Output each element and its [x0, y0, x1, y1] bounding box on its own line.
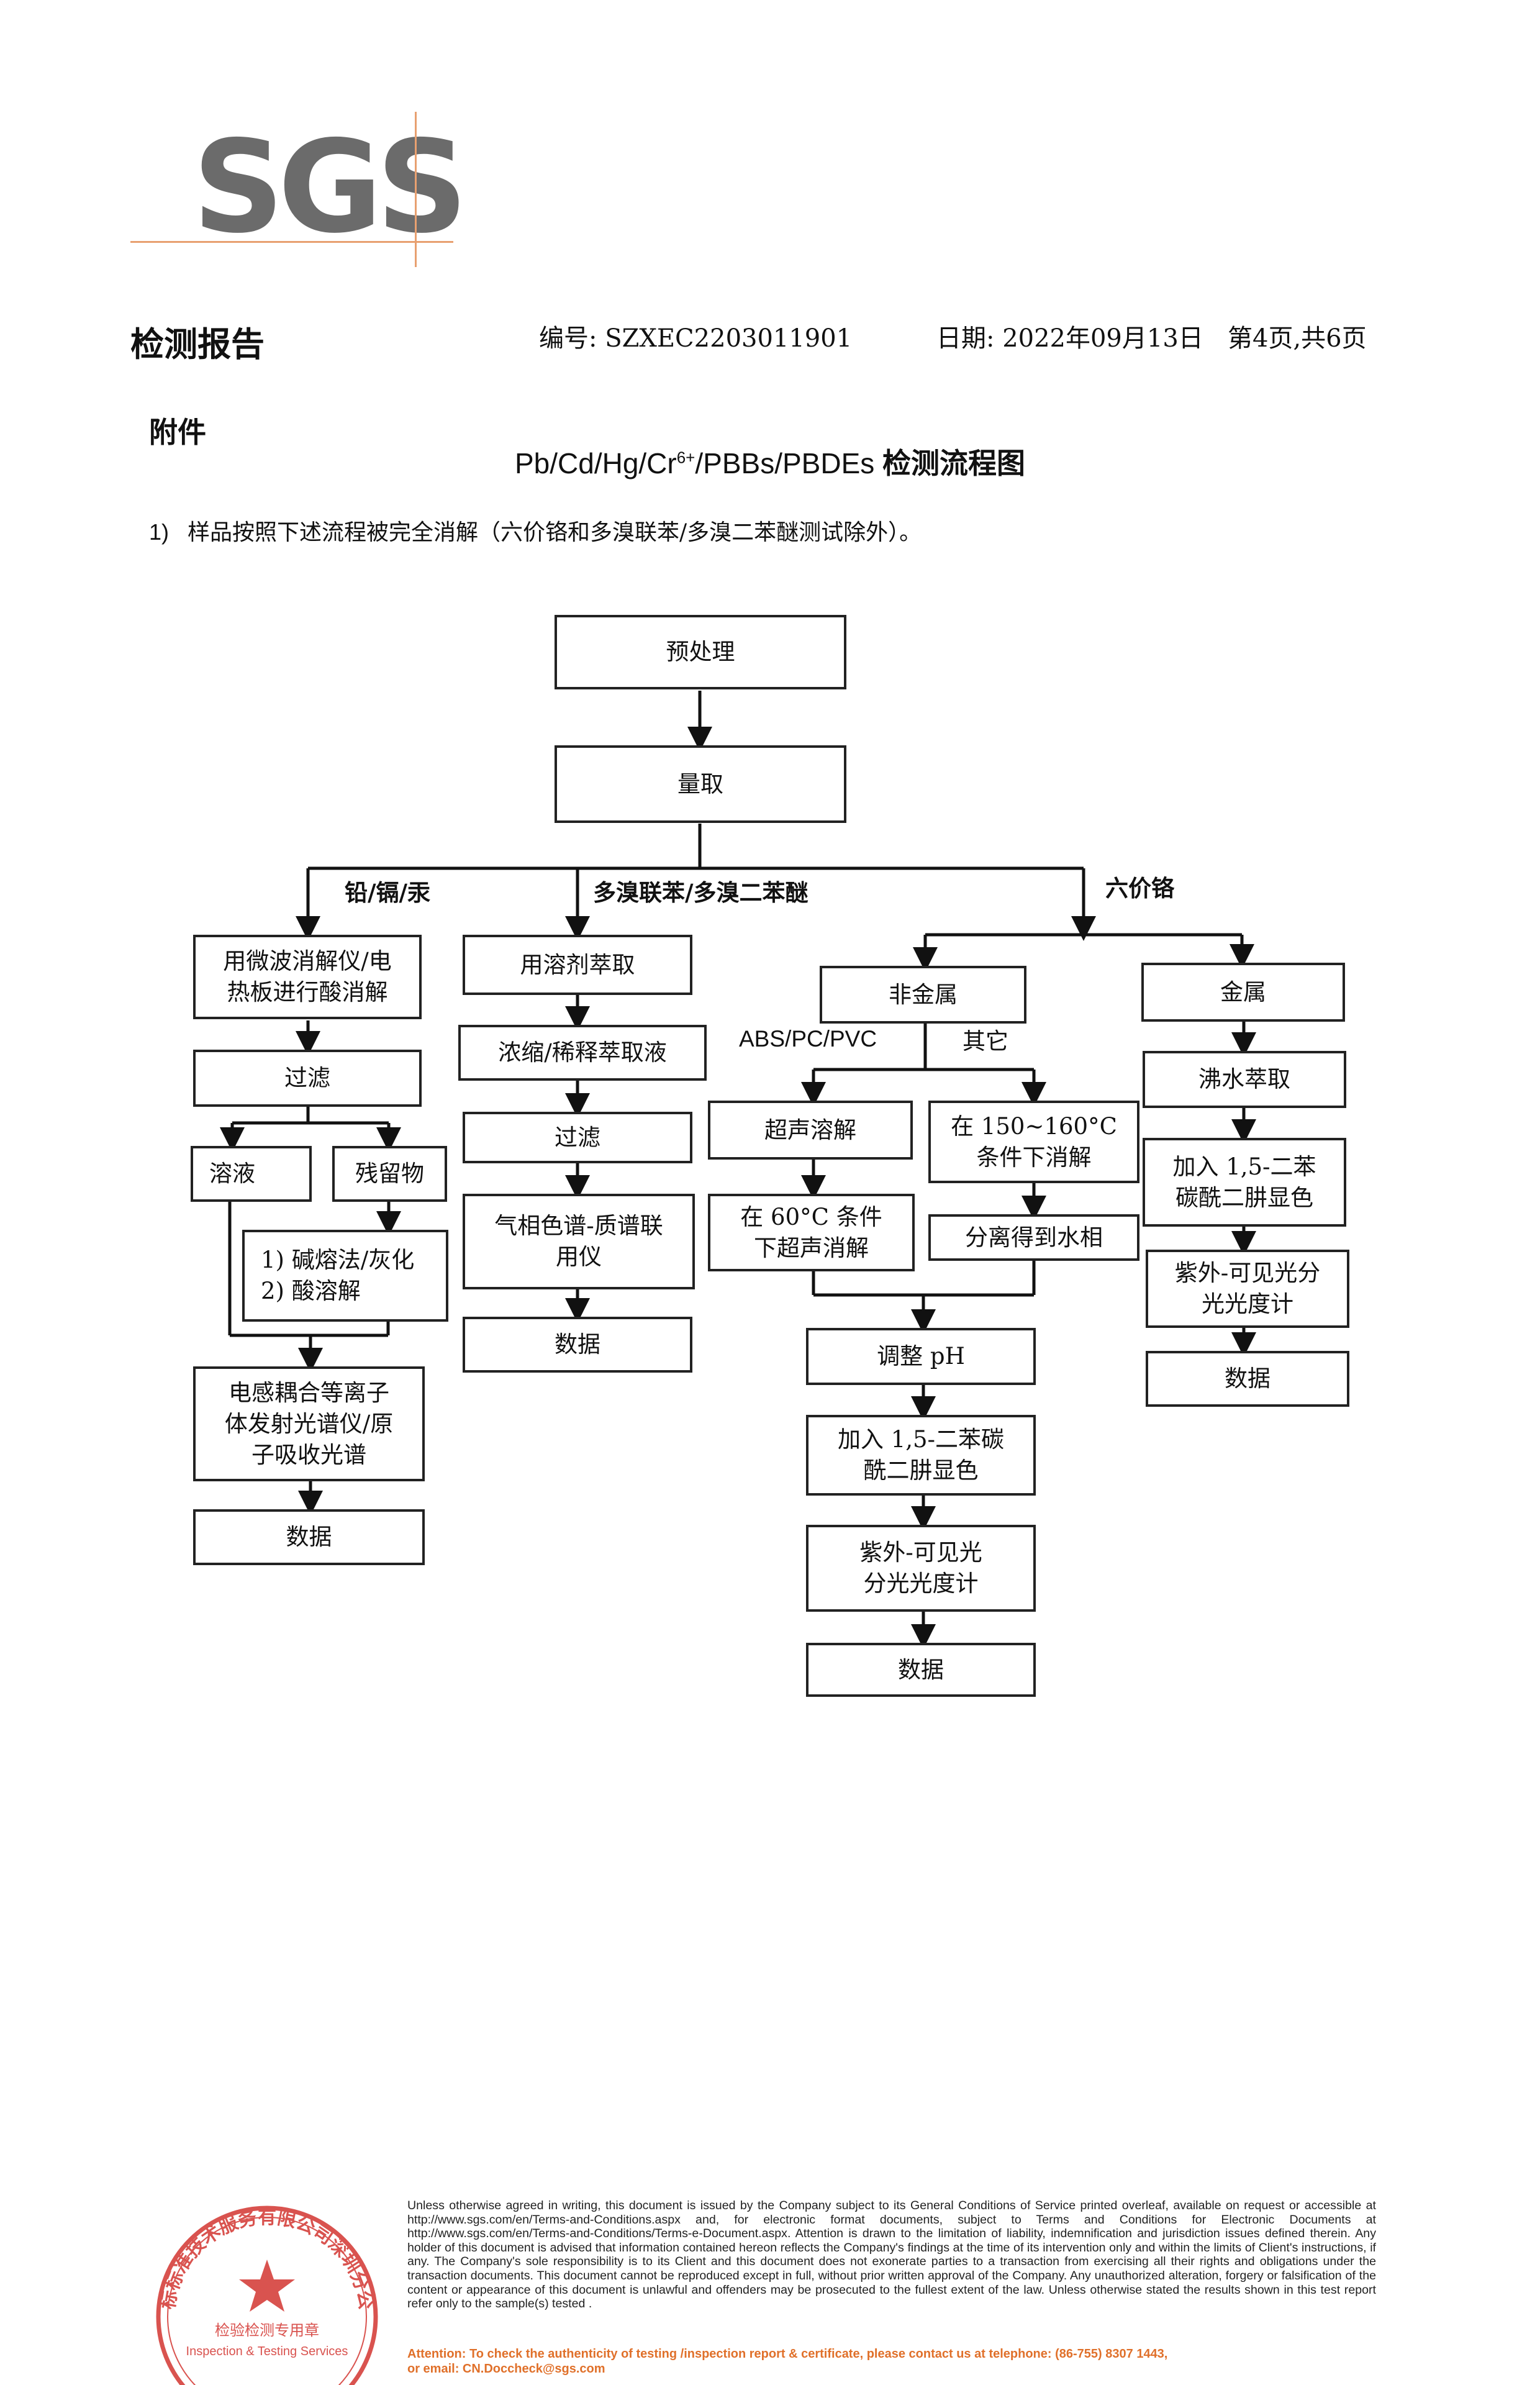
appendix-label: 附件 — [149, 416, 206, 449]
seal-en-text: Inspection & Testing Services — [186, 2345, 348, 2358]
box-metal: 金属 — [1141, 963, 1345, 1022]
box-separate-aqueous: 分离得到水相 — [928, 1214, 1139, 1261]
flowchart-title-suffix: 检测流程图 — [882, 447, 1026, 480]
label-branch-pbb: 多溴联苯/多溴二苯醚 — [593, 879, 808, 906]
legal-disclaimer: Unless otherwise agreed in writing, this… — [407, 2199, 1376, 2311]
box-concentrate-dilute: 浓缩/稀释萃取液 — [458, 1025, 707, 1081]
box-boiling-water-extract: 沸水萃取 — [1143, 1051, 1346, 1108]
label-abs-pc-pvc: ABS/PC/PVC — [739, 1026, 877, 1052]
logo-text: SGS — [192, 114, 468, 261]
box-pbb-filter: 过滤 — [463, 1112, 692, 1163]
box-ultrasonic-60: 在 60°C 条件 下超声消解 — [708, 1194, 915, 1271]
box-cr-nonmetal-data: 数据 — [806, 1643, 1036, 1697]
box-nonmetal: 非金属 — [820, 966, 1026, 1024]
page-indicator: 第4页,共6页 — [1228, 324, 1367, 353]
flowchart-title-middle: /PBBs/PBDEs — [695, 447, 883, 479]
note-number: 1) — [149, 519, 170, 545]
report-number: 编号: SZXEC2203011901 — [539, 324, 853, 353]
company-seal: 通标标准技术服务有限公司深圳分公司 检验检测专用章 Inspection & T… — [149, 2186, 378, 2385]
flowchart-title-sup: 6+ — [676, 448, 695, 467]
box-metal-uv-vis: 紫外-可见光分 光光度计 — [1146, 1250, 1349, 1328]
box-uv-vis: 紫外-可见光 分光光度计 — [806, 1525, 1036, 1612]
note-text: 样品按照下述流程被完全消解（六价铬和多溴联苯/多溴二苯醚测试除外）。 — [188, 520, 922, 545]
box-pbb-data: 数据 — [463, 1317, 692, 1373]
box-pretreatment: 预处理 — [555, 615, 846, 689]
box-gcms: 气相色谱-质谱联 用仪 — [463, 1194, 695, 1289]
box-solvent-extract: 用溶剂萃取 — [463, 935, 692, 995]
box-metal-add-dpc: 加入 1,5-二苯 碳酰二肼显色 — [1143, 1138, 1346, 1227]
box-metals-filter: 过滤 — [193, 1050, 422, 1107]
label-branch-cr: 六价铬 — [1105, 875, 1174, 902]
report-title: 检测报告 — [130, 325, 265, 364]
box-residue: 残留物 — [332, 1146, 447, 1202]
logo-vertical-rule — [415, 112, 417, 267]
box-solution: 溶液 — [191, 1146, 312, 1202]
label-branch-metals: 铅/镉/汞 — [345, 879, 431, 906]
box-icp: 电感耦合等离子 体发射光谱仪/原 子吸收光谱 — [193, 1366, 425, 1481]
box-add-dpc: 加入 1,5-二苯碳 酰二肼显色 — [806, 1415, 1036, 1496]
sgs-logo: SGS — [130, 112, 468, 273]
label-other: 其它 — [962, 1028, 1008, 1055]
box-ultrasonic-dissolve: 超声溶解 — [708, 1101, 913, 1160]
box-measure: 量取 — [555, 745, 846, 823]
box-residue-treatment: 1) 碱熔法/灰化 2) 酸溶解 — [242, 1230, 448, 1322]
flowchart-title-prefix: Pb/Cd/Hg/Cr — [514, 447, 677, 479]
box-adjust-ph: 调整 pH — [806, 1328, 1036, 1385]
box-digest-150-160: 在 150~160°C 条件下消解 — [928, 1101, 1139, 1183]
logo-underline — [130, 241, 453, 243]
box-cr-metal-data: 数据 — [1146, 1351, 1349, 1407]
report-date: 日期: 2022年09月13日 — [936, 324, 1203, 353]
flowchart-title: Pb/Cd/Hg/Cr6+/PBBs/PBDEs 检测流程图 — [0, 441, 1540, 482]
authenticity-notice: Attention: To check the authenticity of … — [407, 2347, 1168, 2376]
box-metals-data: 数据 — [193, 1509, 425, 1565]
seal-mid-text: 检验检测专用章 — [215, 2322, 319, 2339]
box-acid-digestion: 用微波消解仪/电 热板进行酸消解 — [193, 935, 422, 1019]
procedure-note: 1) 样品按照下述流程被完全消解（六价铬和多溴联苯/多溴二苯醚测试除外）。 — [149, 514, 922, 547]
